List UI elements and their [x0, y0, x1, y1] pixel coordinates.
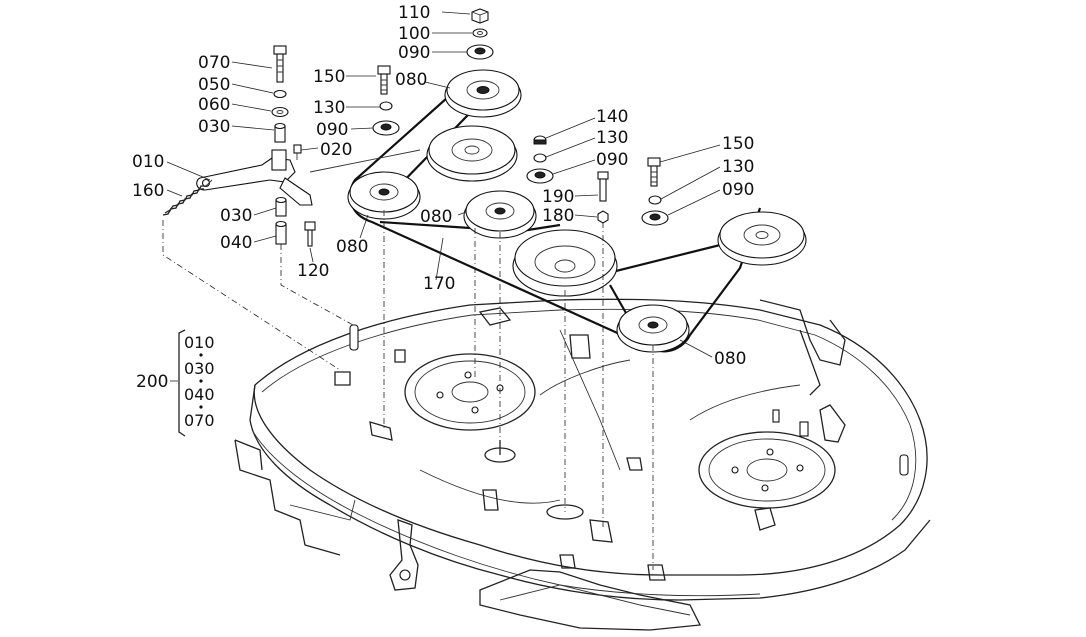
collar-030-upper	[274, 122, 286, 143]
mower-deck-housing	[234, 298, 931, 631]
pulley-right	[717, 211, 807, 266]
label-030-a: 030	[198, 117, 230, 137]
alignment-lines	[162, 149, 654, 570]
bushing-090-right	[641, 210, 669, 226]
pulley-top-080	[444, 69, 522, 118]
bolt-120	[304, 221, 316, 247]
bolt-020	[293, 144, 302, 160]
group-200-item-3: 040	[184, 385, 215, 404]
label-080-a: 080	[395, 70, 427, 90]
label-090-a: 090	[316, 120, 348, 140]
label-080-c: 080	[336, 237, 368, 257]
leader-lines	[166, 11, 721, 358]
label-160: 160	[132, 181, 164, 201]
bolt-150-left	[377, 65, 391, 95]
label-090-top: 090	[398, 43, 430, 63]
label-110: 110	[398, 3, 430, 23]
label-080-d: 080	[714, 349, 746, 369]
cap-140	[533, 135, 547, 145]
washer-130-center	[533, 153, 547, 163]
group-200-item-1: 010	[184, 333, 215, 352]
washer-130-right	[648, 195, 662, 205]
label-130-a: 130	[313, 98, 345, 118]
group-dot	[199, 379, 203, 383]
label-100: 100	[398, 24, 430, 44]
label-070: 070	[198, 53, 230, 73]
washer-130-left	[379, 101, 393, 111]
label-010: 010	[132, 152, 164, 172]
label-050: 050	[198, 75, 230, 95]
spring-160	[162, 179, 213, 216]
label-020: 020	[320, 140, 352, 160]
group-200-item-2: 030	[184, 359, 215, 378]
nut-180	[597, 210, 609, 224]
label-140: 140	[596, 107, 628, 127]
label-120: 120	[297, 261, 329, 281]
label-040: 040	[220, 233, 252, 253]
label-200: 200	[136, 372, 168, 392]
bolt-150-right	[647, 157, 661, 187]
pulley-large-upper	[426, 125, 518, 182]
nut-110	[471, 8, 489, 24]
collar-030-lower	[275, 196, 287, 217]
bushing-090-left	[372, 120, 400, 136]
label-190: 190	[542, 187, 574, 207]
bushing-040	[275, 220, 287, 245]
label-150-b: 150	[722, 134, 754, 154]
assembly-group-200: 200 010 030 040 070	[136, 329, 215, 437]
pin-190	[597, 171, 609, 202]
label-090-c: 090	[722, 180, 754, 200]
pulley-lower-080	[616, 304, 690, 353]
washer-100	[472, 28, 488, 38]
callout-labels: 110 100 090 070 050 060 030 010 160 030 …	[132, 3, 754, 369]
group-dot	[199, 353, 203, 357]
bolt-070	[273, 45, 287, 83]
group-dot	[199, 405, 203, 409]
washer-050	[273, 89, 287, 99]
label-060: 060	[198, 95, 230, 115]
label-090-b: 090	[596, 150, 628, 170]
label-170: 170	[423, 274, 455, 294]
pulley-drive-large	[512, 229, 618, 297]
group-200-item-4: 070	[184, 411, 215, 430]
washer-060	[271, 106, 289, 118]
label-150-a: 150	[313, 67, 345, 87]
tension-arm-010	[196, 149, 313, 206]
label-130-b: 130	[596, 128, 628, 148]
label-080-b: 080	[420, 207, 452, 227]
label-130-c: 130	[722, 157, 754, 177]
label-180: 180	[542, 206, 574, 226]
bushing-090-top	[466, 44, 494, 60]
bushing-090-center	[526, 168, 554, 184]
label-030-b: 030	[220, 206, 252, 226]
